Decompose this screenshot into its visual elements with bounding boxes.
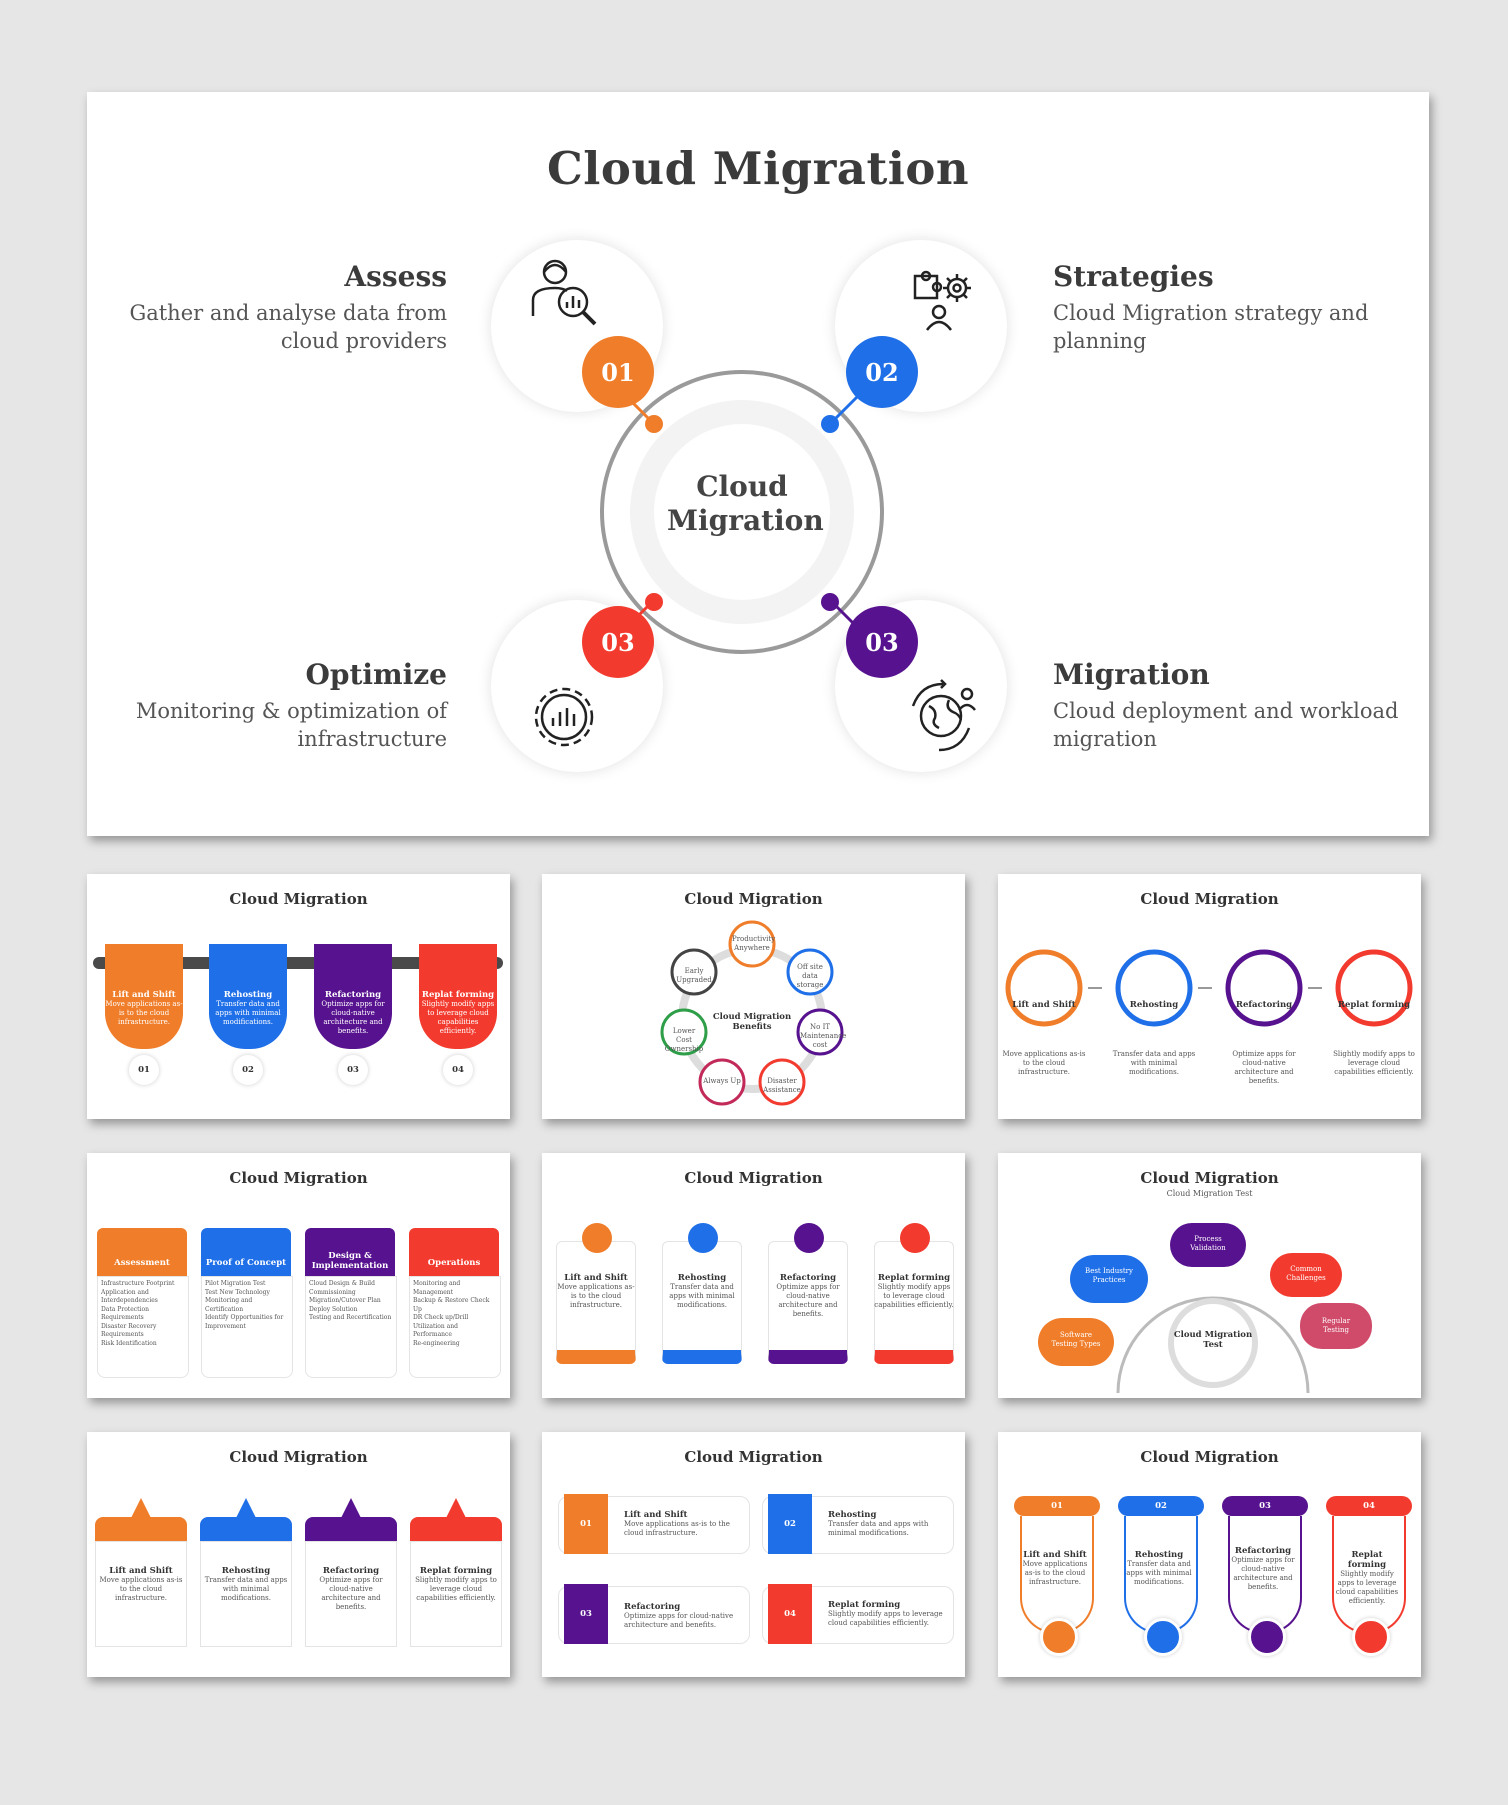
step-migration: Migration Cloud deployment and workload … xyxy=(1053,658,1399,751)
center-ring-graphic xyxy=(600,370,884,654)
thumb-slide-9[interactable]: Cloud Migration 01 02 03 04 Lift and Shi… xyxy=(998,1432,1421,1677)
thumb-slide-6[interactable]: Cloud Migration Cloud Migration Test Clo… xyxy=(998,1153,1421,1398)
test-arc xyxy=(1116,1296,1310,1393)
step-3-badge: 03 xyxy=(582,606,654,678)
main-slide[interactable]: Cloud Migration Cloud Migration xyxy=(87,92,1429,836)
thumb-slide-3[interactable]: Cloud Migration Lift and Shift Rehosting… xyxy=(998,874,1421,1119)
step-strategies: Strategies Cloud Migration strategy and … xyxy=(1053,260,1369,353)
benefits-ring xyxy=(660,920,844,1106)
step-assess: Assess Gather and analyse data from clou… xyxy=(129,260,447,353)
page-title: Cloud Migration xyxy=(546,142,970,195)
flag-3 xyxy=(314,944,392,1049)
flag-num-1: 01 xyxy=(129,1055,159,1085)
center-label: Cloud Migration xyxy=(667,470,824,537)
flag-4 xyxy=(419,944,497,1049)
flag-num-2: 02 xyxy=(233,1055,263,1085)
step-1-badge: 01 xyxy=(582,336,654,408)
gear-chart-icon xyxy=(534,687,594,747)
step-optimize: Optimize Monitoring & optimization of in… xyxy=(135,658,447,751)
process-circles xyxy=(1005,949,1413,1027)
step-4-badge: 03 xyxy=(846,606,918,678)
flag-1 xyxy=(105,944,183,1049)
flag-2 xyxy=(209,944,287,1049)
analyst-magnifier-icon xyxy=(531,259,597,326)
thumb-slide-4[interactable]: Cloud Migration Assessment Proof of Conc… xyxy=(87,1153,510,1398)
flag-num-3: 03 xyxy=(338,1055,368,1085)
thumb-slide-8[interactable]: Cloud Migration 01 02 03 04 Lift and Shi… xyxy=(542,1432,965,1677)
globe-arrows-person-icon xyxy=(911,679,976,752)
step-2-badge: 02 xyxy=(846,336,918,408)
thumb-slide-2[interactable]: Cloud Migration Cloud Migration Benefits… xyxy=(542,874,965,1119)
bar-line xyxy=(93,957,503,969)
puzzle-gear-person-icon xyxy=(913,270,971,331)
flag-num-4: 04 xyxy=(443,1055,473,1085)
